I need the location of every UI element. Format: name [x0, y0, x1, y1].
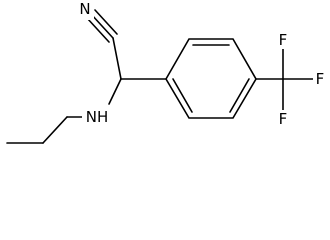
structure-diagram: N NH F F F	[6, 0, 325, 144]
propyl-chain	[6, 116, 84, 144]
benzene-ring	[165, 38, 257, 119]
atom-label-fluorine-right: F	[316, 70, 325, 88]
triple-bond-line-2	[86, 17, 110, 43]
bond-c-ch	[112, 37, 122, 80]
atom-label-fluorine-top: F	[279, 31, 288, 49]
ring-outline	[165, 38, 257, 119]
nitrile-group	[86, 9, 122, 80]
ring-inner-bond-2	[229, 78, 250, 113]
bond-ch-nh	[108, 78, 122, 105]
trifluoromethyl-group	[255, 47, 314, 111]
triple-bond-line-3	[94, 9, 118, 35]
atom-label-amine-nh: NH	[86, 108, 109, 126]
ring-inner-bond-3	[172, 78, 193, 113]
atom-label-fluorine-bottom: F	[279, 110, 288, 128]
atom-label-nitrile-n: N	[79, 0, 90, 18]
triple-bond-line-1	[90, 13, 114, 39]
bond-c1-c2	[42, 116, 68, 144]
